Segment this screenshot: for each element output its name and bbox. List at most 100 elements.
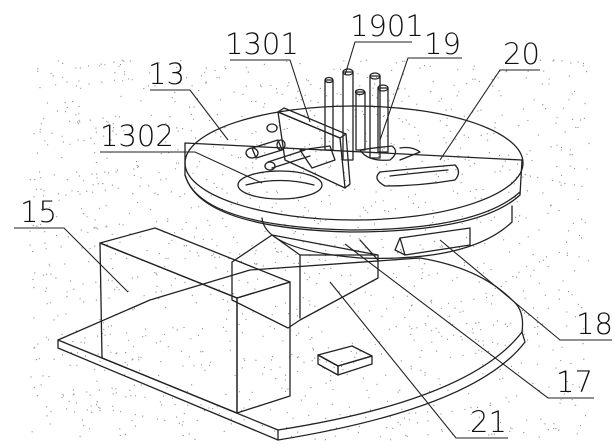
stipple-dot <box>277 251 279 253</box>
stipple-dot <box>406 435 408 437</box>
stipple-dot <box>195 302 197 304</box>
stipple-dot <box>461 215 463 217</box>
stipple-dot <box>433 240 436 242</box>
stipple-dot <box>482 373 484 375</box>
stipple-dot <box>340 93 342 96</box>
stipple-dot <box>422 248 424 250</box>
stipple-dot <box>583 328 585 330</box>
stipple-dot <box>451 410 453 412</box>
stipple-dot <box>553 423 555 425</box>
stipple-dot <box>380 353 383 355</box>
stipple-dot <box>273 328 276 330</box>
stipple-dot <box>441 430 443 432</box>
stipple-dot <box>183 326 185 329</box>
stipple-dot <box>206 179 208 181</box>
stipple-dot <box>274 247 276 249</box>
stipple-dot <box>539 261 541 263</box>
stipple-dot <box>441 246 443 248</box>
stipple-dot <box>538 282 540 284</box>
stipple-dot <box>374 343 376 345</box>
stipple-dot <box>32 278 34 281</box>
stipple-dot <box>76 171 78 173</box>
stipple-dot <box>404 88 406 90</box>
stipple-dot <box>493 433 495 435</box>
stipple-dot <box>243 358 245 360</box>
stipple-dot <box>89 394 91 396</box>
stipple-dot <box>360 60 362 62</box>
stipple-dot <box>228 309 230 311</box>
stipple-dot <box>66 81 68 83</box>
stipple-dot <box>95 299 97 301</box>
stipple-dot <box>410 333 412 336</box>
stipple-dot <box>319 130 321 132</box>
stipple-dot <box>486 296 488 299</box>
stipple-dot <box>478 80 480 83</box>
stipple-dot <box>364 291 366 293</box>
stipple-dot <box>473 65 475 67</box>
stipple-dot <box>561 346 563 348</box>
stipple-dot <box>362 207 364 209</box>
stipple-dot <box>382 115 385 118</box>
stipple-dot <box>74 411 76 413</box>
stipple-dot <box>156 342 158 344</box>
stipple-dot <box>441 335 443 337</box>
stipple-dot <box>134 395 137 397</box>
stipple-dot <box>276 92 278 94</box>
stipple-dot <box>414 126 416 128</box>
stipple-dot <box>216 186 218 189</box>
stipple-dot <box>505 71 507 73</box>
stipple-dot <box>186 245 188 247</box>
stipple-dot <box>566 325 568 327</box>
stipple-dot <box>281 210 283 212</box>
stipple-dot <box>98 207 100 209</box>
stipple-dot <box>202 238 204 240</box>
stipple-dot <box>491 85 494 87</box>
stipple-dot <box>446 338 449 340</box>
stipple-dot <box>511 428 513 430</box>
stipple-dot <box>302 241 304 243</box>
stipple-dot <box>47 339 50 341</box>
stipple-dot <box>431 330 433 332</box>
stipple-dot <box>438 100 440 102</box>
stipple-dot <box>404 316 406 318</box>
stipple-dot <box>124 71 126 73</box>
stipple-dot <box>334 435 336 437</box>
stipple-dot <box>205 82 207 84</box>
stipple-dot <box>518 125 520 127</box>
stipple-dot <box>393 272 395 275</box>
stipple-dot <box>565 241 568 243</box>
stipple-dot <box>363 113 365 116</box>
stipple-dot <box>480 109 482 111</box>
stipple-dot <box>171 397 173 399</box>
label-1301: 1301 <box>225 27 299 61</box>
stipple-dot <box>140 356 142 358</box>
stipple-dot <box>113 61 115 63</box>
stipple-dot <box>343 244 345 246</box>
stipple-dot <box>99 65 101 67</box>
stipple-dot <box>158 298 160 300</box>
stipple-dot <box>159 401 161 403</box>
stipple-dot <box>463 264 466 266</box>
stipple-dot <box>260 86 262 88</box>
stipple-dot <box>286 60 288 63</box>
stipple-dot <box>398 87 400 89</box>
stipple-dot <box>391 69 393 71</box>
stipple-dot <box>321 331 323 333</box>
stipple-dot <box>577 126 579 129</box>
stipple-dot <box>588 143 590 145</box>
stipple-dot <box>373 223 376 225</box>
stipple-dot <box>287 85 289 87</box>
stipple-dot <box>541 83 543 85</box>
stipple-dot <box>341 360 343 363</box>
stipple-dot <box>106 120 108 122</box>
stipple-dot <box>384 177 386 179</box>
stipple-dot <box>414 193 416 195</box>
stipple-dot <box>542 259 545 261</box>
stipple-dot <box>577 198 579 201</box>
stipple-dot <box>45 273 48 275</box>
stipple-dot <box>181 424 183 426</box>
stipple-dot <box>567 391 569 393</box>
stipple-dot <box>255 100 257 102</box>
stipple-dot <box>383 115 385 117</box>
stipple-dot <box>284 390 287 393</box>
